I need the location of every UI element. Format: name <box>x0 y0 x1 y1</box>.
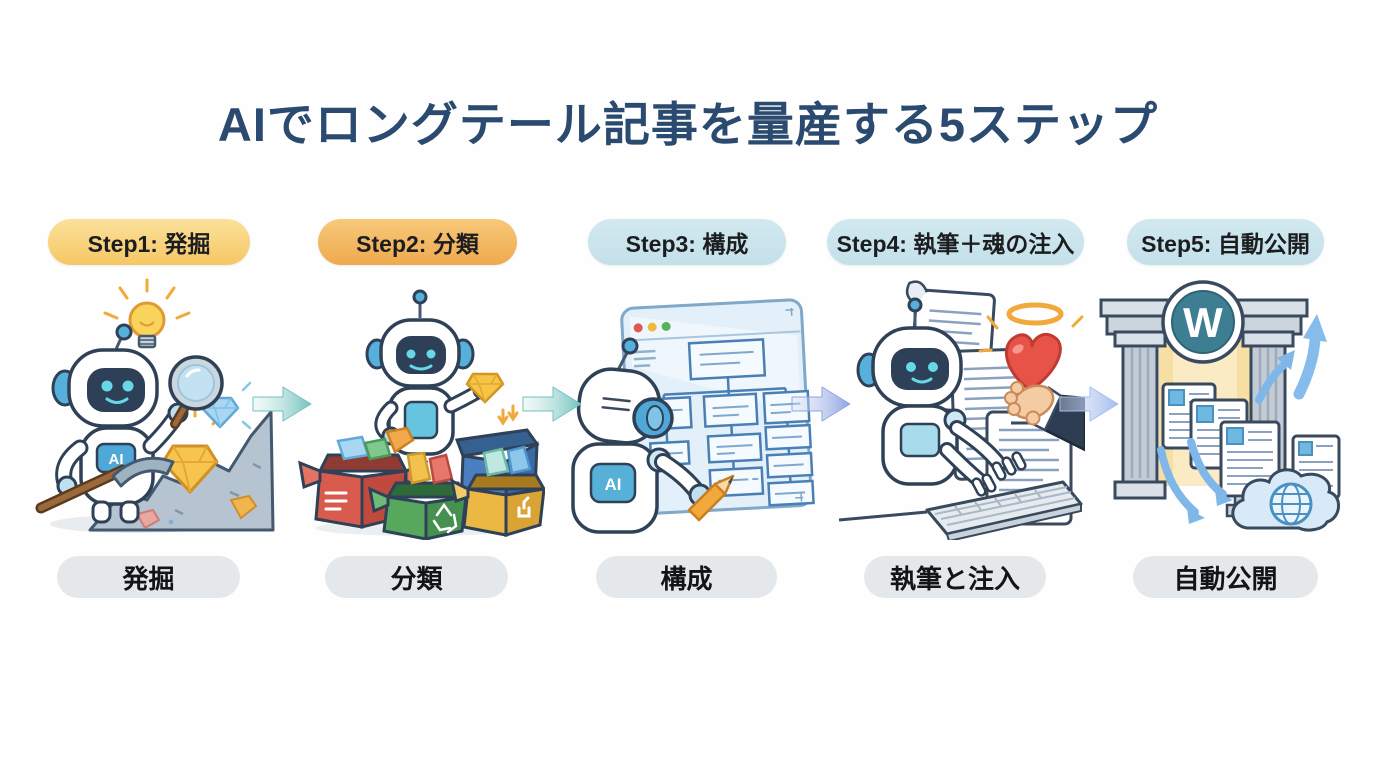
robot-flowchart-illustration: AI <box>565 278 815 540</box>
flow-arrow-1 <box>251 382 313 426</box>
step1-badge-label: Step1: 発掘 <box>87 231 211 257</box>
robot-chest-ai-label: AI <box>109 451 124 468</box>
step4-footer-label: 執筆と注入 <box>864 556 1046 598</box>
step5-footer-label: 自動公開 <box>1133 556 1318 598</box>
wordpress-publishing-illustration: W <box>1095 278 1345 540</box>
step5-badge: Step5: 自動公開 <box>1127 219 1324 265</box>
drop-arrows-icon <box>497 404 519 426</box>
magnifying-glass-icon <box>168 355 224 429</box>
desk-edge <box>838 510 928 522</box>
yellow-gem-icon <box>406 451 432 485</box>
red-gem-icon <box>428 453 454 485</box>
flow-arrow-4 <box>1058 382 1120 426</box>
page-title: AIでロングテール記事を量産する5ステップ <box>217 98 1159 151</box>
flow-arrow-3 <box>790 382 852 426</box>
step1-footer-label: 発掘 <box>57 556 240 598</box>
step4-badge-label: Step4: 執筆＋魂の注入 <box>836 231 1075 257</box>
robot-mascot <box>365 289 519 456</box>
step4-badge: Step4: 執筆＋魂の注入 <box>827 219 1084 265</box>
step3-badge: Step3: 構成 <box>588 219 786 265</box>
lightbulb-icon <box>103 278 191 349</box>
step3-keyword: 構成 <box>660 563 713 594</box>
robot-mascot-back-view: AI <box>571 337 735 534</box>
step3-badge-label: Step3: 構成 <box>625 231 749 257</box>
step5-keyword: 自動公開 <box>1173 563 1278 594</box>
step2-footer-label: 分類 <box>325 556 508 598</box>
browser-dots <box>633 321 671 333</box>
flow-arrow-2 <box>521 382 583 426</box>
robot-mascot <box>856 297 1027 497</box>
teal-gem-icon <box>482 447 510 477</box>
small-orange-gem-icon <box>229 494 258 520</box>
heart-icon <box>1004 332 1062 392</box>
robot-mascot: AI <box>35 323 224 524</box>
pencil-icon <box>687 474 735 522</box>
flow-arrows-up <box>1255 314 1327 404</box>
flowchart-tree <box>638 338 815 507</box>
step2-badge-label: Step2: 分類 <box>356 231 479 257</box>
halo-icon <box>978 302 1084 353</box>
pickaxe-icon <box>35 456 175 514</box>
wordpress-logo: W <box>1161 280 1245 364</box>
cloud-globe-icon <box>1231 468 1340 532</box>
publishing-documents <box>1161 382 1341 518</box>
small-pink-gem-icon <box>135 508 161 530</box>
green-box <box>368 451 486 541</box>
robot-writing-illustration <box>835 278 1087 543</box>
blue-gem-icon <box>336 435 370 461</box>
wordpress-w-letter: W <box>1183 299 1223 346</box>
robot-prospector-illustration: AI <box>25 278 275 540</box>
step4-keyword: 執筆と注入 <box>889 563 1020 594</box>
robot-chest-ai-label: AI <box>605 475 622 494</box>
blue-gem-icon <box>506 445 532 475</box>
box-front-icon <box>517 496 531 518</box>
orange-gem-icon <box>385 426 415 454</box>
recycle-icon <box>432 502 458 534</box>
yellow-box <box>449 445 547 538</box>
keyboard <box>925 480 1083 543</box>
step5-badge-label: Step5: 自動公開 <box>1141 231 1310 257</box>
step1-badge: Step1: 発掘 <box>48 219 250 265</box>
yellow-gem-icon <box>465 372 505 404</box>
step2-badge: Step2: 分類 <box>318 219 517 265</box>
step1-keyword: 発掘 <box>122 563 175 594</box>
robot-fingers <box>971 451 1027 497</box>
flow-arrows-down <box>1157 438 1233 524</box>
robot-sorting-illustration <box>295 278 547 541</box>
green-gem-icon <box>363 437 392 461</box>
step2-keyword: 分類 <box>390 563 443 594</box>
step3-footer-label: 構成 <box>596 556 777 598</box>
